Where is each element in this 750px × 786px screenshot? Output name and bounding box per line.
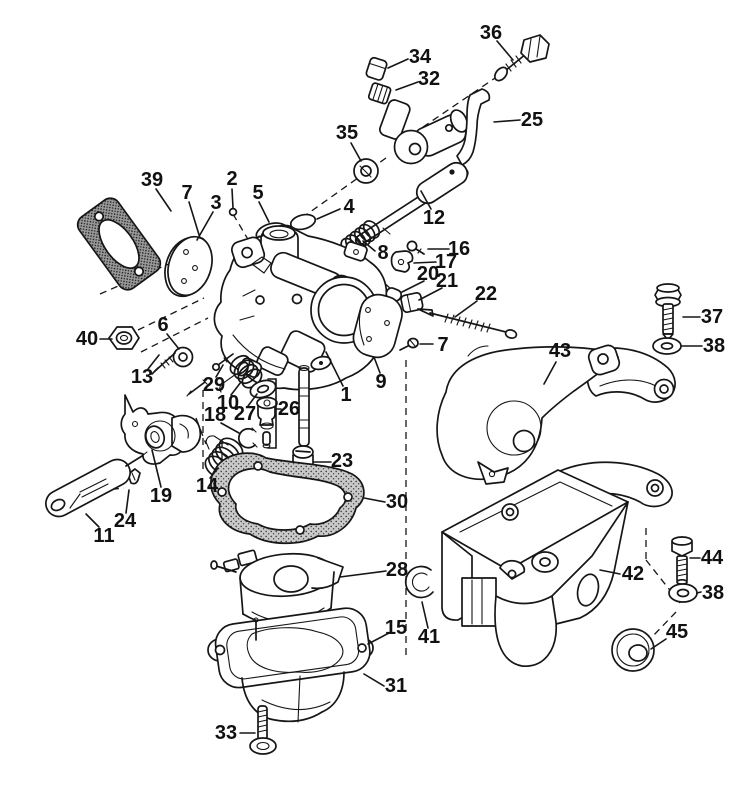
leader-lines (85, 40, 703, 734)
callout-22: 22 (475, 283, 497, 305)
part-plug-4 (289, 213, 317, 231)
callout-9: 9 (375, 371, 386, 393)
callout-14: 14 (196, 475, 219, 497)
callout-34: 34 (409, 46, 432, 68)
callout-29: 29 (203, 374, 225, 396)
callout-41: 41 (418, 626, 440, 648)
callout-18: 18 (204, 404, 226, 426)
part-cover-43 (436, 344, 676, 485)
callout-17: 17 (435, 251, 457, 273)
part-float-bowl-31 (207, 607, 374, 723)
part-clip-18 (237, 427, 258, 449)
callout-3: 3 (210, 192, 221, 214)
callout-31: 31 (385, 675, 407, 697)
part-throttle-shaft-12 (354, 161, 469, 250)
callout-7: 7 (181, 182, 192, 204)
callout-10: 10 (217, 392, 239, 414)
callout-7: 7 (437, 334, 448, 356)
part-washer-6 (172, 346, 194, 368)
callout-6: 6 (157, 314, 168, 336)
callout-8: 8 (377, 242, 388, 264)
part-grommet-45 (611, 628, 655, 672)
callout-26: 26 (278, 398, 300, 420)
callout-15: 15 (385, 617, 407, 639)
callout-13: 13 (131, 366, 153, 388)
callout-39: 39 (141, 169, 163, 191)
part-bracket-17 (390, 250, 414, 273)
part-cam-lever-19 (120, 394, 202, 465)
callout-40: 40 (76, 328, 98, 350)
callout-32: 32 (418, 68, 440, 90)
part-screw-33 (249, 705, 277, 755)
part-nozzle-26 (298, 365, 310, 447)
callout-1: 1 (340, 384, 351, 406)
part-pin-detail (186, 379, 208, 397)
callout-30: 30 (386, 491, 408, 513)
callout-23: 23 (331, 450, 353, 472)
part-cap-34 (365, 56, 388, 81)
part-nut-32 (367, 82, 392, 105)
callout-11: 11 (93, 525, 114, 547)
callout-42: 42 (622, 563, 644, 585)
callout-19: 19 (150, 485, 172, 507)
part-bolt-37 (654, 283, 682, 341)
callout-35: 35 (336, 122, 358, 144)
part-bolt-36 (493, 34, 550, 82)
callout-4: 4 (343, 196, 355, 218)
part-washer-35 (353, 158, 379, 184)
callout-45: 45 (666, 621, 688, 643)
part-ball-2 (228, 207, 238, 217)
callout-2: 2 (226, 168, 237, 190)
part-bolt-44 (671, 536, 693, 586)
part-cover-disc-3 (164, 235, 213, 298)
callout-21: 21 (436, 270, 458, 292)
part-needle-22 (417, 308, 518, 339)
part-nut-21 (400, 292, 424, 314)
callout-24: 24 (114, 510, 137, 532)
part-link-25 (456, 88, 491, 166)
callout-43: 43 (549, 340, 571, 362)
part-bracket-42 (441, 461, 673, 667)
part-retainer-41 (404, 565, 434, 599)
part-pump-elbow (379, 99, 469, 165)
callout-33: 33 (215, 722, 237, 744)
callout-38: 38 (702, 582, 724, 604)
callout-38: 38 (703, 335, 725, 357)
part-cover-plate-9 (352, 293, 403, 359)
callout-36: 36 (480, 22, 502, 44)
part-needle-seat-26 (256, 396, 278, 449)
callout-37: 37 (701, 306, 723, 328)
callout-5: 5 (252, 182, 263, 204)
part-washer-38-lower (668, 583, 698, 603)
callout-16: 16 (448, 238, 470, 260)
part-cam-follower-11 (45, 451, 148, 518)
part-washer-38-upper (652, 337, 682, 355)
part-bowl-gasket-30 (210, 452, 365, 545)
callout-27: 27 (234, 403, 256, 425)
part-pin-29 (211, 353, 234, 372)
part-mounting-gasket-39 (76, 197, 162, 291)
callout-28: 28 (386, 559, 408, 581)
part-nut-40 (108, 326, 140, 350)
part-screw-13 (151, 352, 176, 375)
callout-25: 25 (521, 109, 543, 131)
callout-20: 20 (417, 263, 439, 285)
part-screw-16 (406, 240, 425, 255)
callout-44: 44 (701, 547, 724, 569)
part-screw-7-right (399, 337, 419, 351)
callout-12: 12 (423, 207, 445, 229)
